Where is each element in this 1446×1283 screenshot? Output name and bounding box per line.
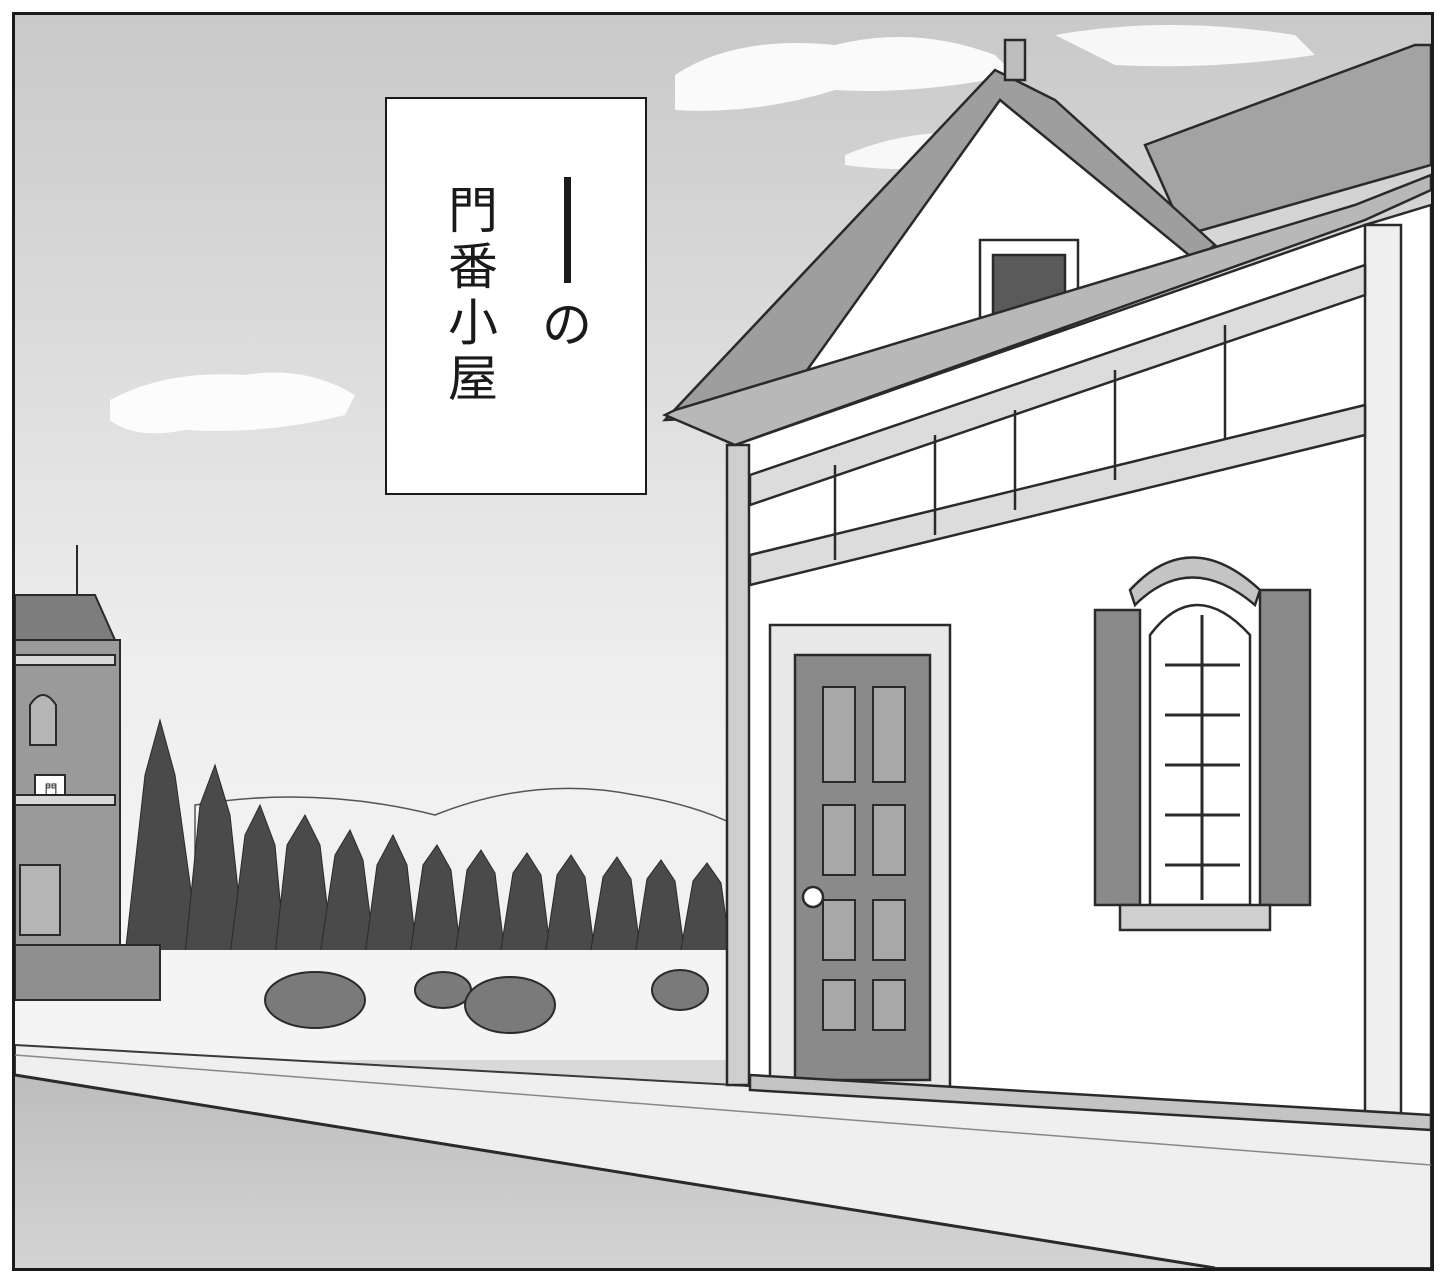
gatehouse	[661, 38, 1431, 1132]
caption-char: 小	[448, 294, 498, 352]
bush	[264, 971, 366, 1029]
manga-panel: ― の 門 番 小 屋 門	[12, 12, 1434, 1271]
caption-dash	[563, 177, 571, 283]
cloud	[1055, 25, 1315, 67]
cloud	[675, 37, 1015, 111]
caption-char: の	[542, 296, 592, 354]
caption-char: 門	[448, 182, 498, 240]
bush	[414, 971, 472, 1009]
cloud	[110, 372, 355, 434]
bush	[651, 969, 709, 1011]
building-sign: 門	[44, 783, 58, 798]
caption-char: 番	[448, 238, 498, 296]
caption-char: 屋	[448, 350, 498, 408]
tree-line	[124, 718, 732, 956]
caption-line-1: ― の	[537, 177, 597, 353]
door-knob	[801, 885, 825, 909]
distant-building	[15, 545, 161, 1001]
caption-box: ― の 門 番 小 屋	[385, 97, 647, 495]
caption-line-2: 門 番 小 屋	[443, 183, 503, 407]
scene-illustration	[15, 15, 1431, 1268]
bush	[464, 976, 556, 1034]
